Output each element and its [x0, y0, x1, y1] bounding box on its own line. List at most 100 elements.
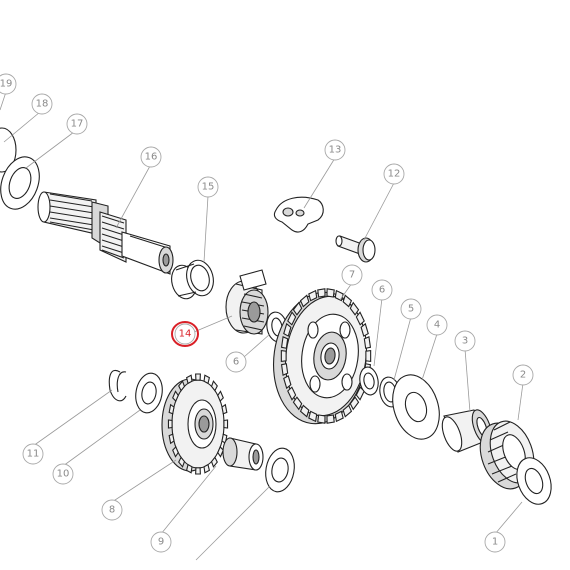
gear-tooth — [168, 403, 175, 415]
gear-tooth — [342, 404, 353, 418]
part-14-gear-drawing — [225, 269, 269, 335]
part-6-washer-lower-drawing — [359, 366, 379, 396]
callout-5: 5 — [400, 298, 422, 320]
callout-1: 1 — [484, 531, 506, 553]
callout-9: 9 — [150, 531, 172, 553]
callout-10: 10 — [52, 463, 74, 485]
callout-13: 13 — [324, 139, 346, 161]
svg-text:7: 7 — [349, 270, 355, 281]
gear-tooth — [172, 390, 179, 403]
callout-6-upper: 6 — [225, 351, 247, 373]
gear-tooth — [210, 456, 218, 468]
gear-tooth — [221, 403, 228, 415]
part-19-washer-drawing — [0, 127, 17, 173]
gear-tooth — [326, 414, 335, 424]
part-7-large-gear-drawing — [272, 288, 372, 425]
gear-tooth — [365, 350, 372, 362]
part-12-bolt-drawing — [335, 235, 376, 263]
gear-tooth — [185, 463, 193, 474]
gear-tooth — [349, 301, 360, 316]
callout-17: 17 — [66, 113, 88, 135]
gear-tooth — [203, 463, 211, 474]
svg-text:1: 1 — [492, 537, 498, 548]
part-16-shaft-drawing — [37, 191, 174, 275]
svg-text:15: 15 — [202, 182, 215, 193]
callout-18: 18 — [31, 93, 53, 115]
gear-tooth — [292, 301, 303, 316]
callout-2: 2 — [512, 364, 534, 386]
gear-tooth — [167, 419, 173, 429]
gear-tooth — [363, 336, 372, 349]
part-8-gear-drawing — [161, 373, 229, 475]
svg-text:4: 4 — [434, 320, 440, 331]
part-9-washer-drawing — [265, 447, 295, 493]
callout-4: 4 — [426, 314, 448, 336]
callout-16: 16 — [140, 146, 162, 168]
gear-tooth — [317, 288, 326, 298]
leader-lines — [0, 91, 524, 561]
gear-tooth — [326, 288, 335, 298]
gear-tooth — [349, 396, 360, 411]
part-10-washer-drawing — [135, 372, 163, 414]
part-1-washer-drawing — [516, 457, 552, 505]
part-3-bushing-drawing — [441, 409, 493, 453]
gear-tooth — [178, 380, 186, 392]
part-15-bearing-drawing — [171, 259, 214, 300]
part-4-washer-drawing — [392, 374, 440, 440]
gear-tooth — [299, 404, 310, 418]
svg-text:5: 5 — [408, 304, 414, 315]
gear-tooth — [195, 373, 201, 381]
svg-text:10: 10 — [57, 469, 70, 480]
part-9-bushing-drawing — [222, 437, 264, 471]
svg-text:13: 13 — [329, 145, 342, 156]
callout-12: 12 — [383, 163, 405, 185]
gear-tooth — [287, 386, 297, 401]
svg-text:18: 18 — [36, 99, 49, 110]
gear-tooth — [195, 467, 201, 475]
gear-tooth — [280, 363, 289, 376]
gear-tooth — [283, 322, 292, 337]
callout-6-lower: 6 — [371, 279, 393, 301]
gear-tooth — [342, 294, 353, 308]
gear-tooth — [172, 445, 179, 458]
callout-7: 7 — [341, 264, 363, 286]
part-11-circlip-drawing — [108, 370, 127, 402]
svg-text:8: 8 — [109, 505, 115, 516]
gear-tooth — [287, 311, 297, 326]
gear-tooth — [168, 433, 175, 445]
gear-tooth — [178, 456, 186, 468]
svg-text:6: 6 — [233, 357, 239, 368]
callout-14-highlighted: 14 — [171, 321, 199, 347]
gear-tooth — [217, 445, 224, 458]
gear-tooth — [355, 311, 365, 326]
gear-tooth — [317, 414, 326, 424]
gear-tooth — [217, 390, 224, 403]
gear-tooth — [280, 336, 289, 349]
callout-3: 3 — [454, 330, 476, 352]
gear-tooth — [280, 350, 287, 362]
callout-15: 15 — [197, 176, 219, 198]
callout-19: 19 — [0, 73, 17, 95]
gear-tooth — [360, 322, 369, 337]
gear-tooth — [210, 380, 218, 392]
svg-text:12: 12 — [388, 169, 401, 180]
gear-tooth — [308, 289, 318, 302]
gear-tooth — [185, 374, 193, 385]
callout-8: 8 — [101, 499, 123, 521]
svg-text:14: 14 — [179, 329, 192, 340]
gear-tooth — [299, 294, 310, 308]
svg-text:19: 19 — [0, 79, 12, 90]
gear-tooth — [283, 375, 292, 390]
gear-tooth — [292, 396, 303, 411]
svg-text:9: 9 — [158, 537, 164, 548]
gear-tooth — [223, 419, 229, 429]
gear-tooth — [334, 410, 344, 423]
gear-tooth — [203, 374, 211, 385]
part-17-washer-drawing — [0, 156, 40, 210]
svg-text:6: 6 — [379, 285, 385, 296]
svg-text:2: 2 — [520, 370, 526, 381]
gear-tooth — [308, 410, 318, 423]
part-13-pawl-drawing — [273, 196, 324, 233]
svg-text:17: 17 — [71, 119, 84, 130]
